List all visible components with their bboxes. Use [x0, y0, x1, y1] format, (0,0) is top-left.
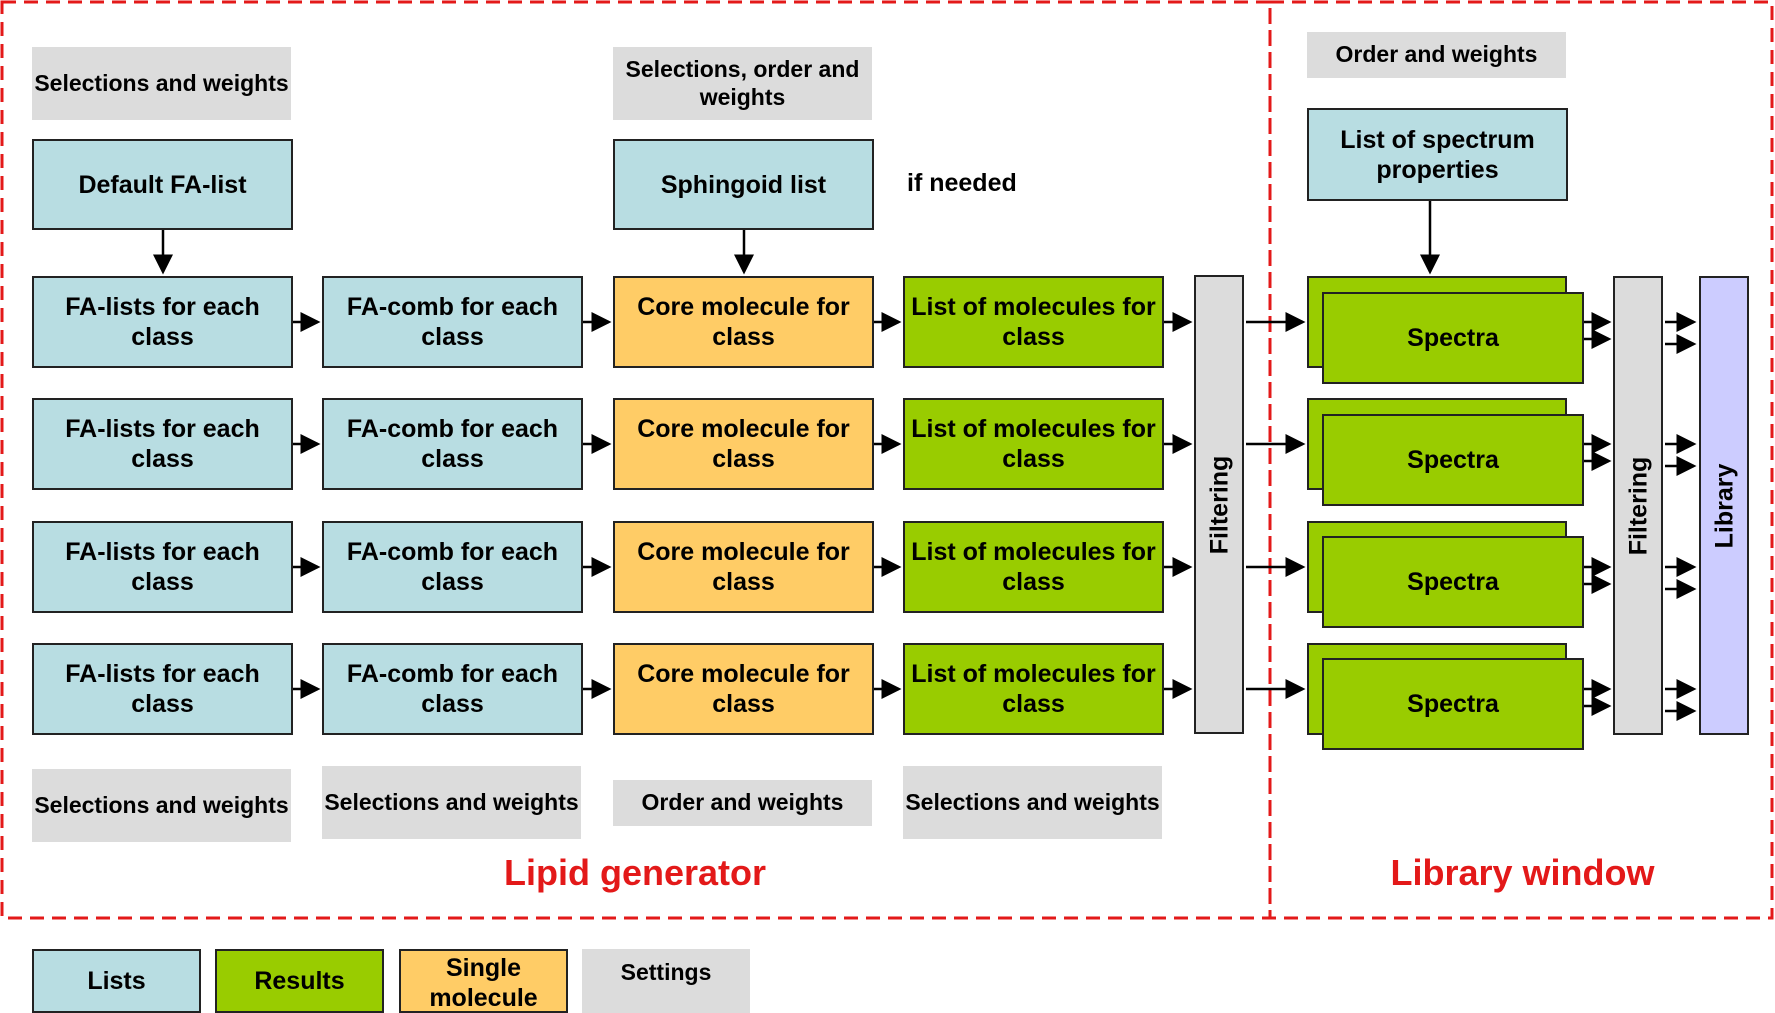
fa-lists-box: FA-lists for each class: [32, 521, 293, 613]
core-molecule-box: Core molecule for class: [613, 643, 874, 735]
fa-comb-box: FA-comb for each class: [322, 643, 583, 735]
if-needed-note: if needed: [907, 169, 1017, 197]
list-molecules-box: List of molecules for class: [903, 276, 1164, 368]
fa-lists-box: FA-lists for each class: [32, 398, 293, 490]
settings-bottom-2: Selections and weights: [322, 766, 581, 839]
core-molecule-box: Core molecule for class: [613, 521, 874, 613]
legend-single-molecule: Single molecule: [399, 949, 568, 1013]
spectra-box: Spectra: [1322, 536, 1584, 628]
filtering-label: Filtering: [1624, 456, 1653, 555]
filtering-column-left: Filtering: [1194, 275, 1244, 734]
library-label: Library: [1710, 463, 1739, 548]
fa-comb-box: FA-comb for each class: [322, 398, 583, 490]
filtering-label: Filtering: [1205, 455, 1234, 554]
legend-settings: Settings: [582, 949, 750, 1013]
spectra-box: Spectra: [1322, 414, 1584, 506]
spectra-box: Spectra: [1322, 658, 1584, 750]
core-molecule-box: Core molecule for class: [613, 276, 874, 368]
list-molecules-box: List of molecules for class: [903, 643, 1164, 735]
settings-top-right: Order and weights: [1307, 32, 1566, 78]
settings-bottom-3: Order and weights: [613, 780, 872, 826]
fa-lists-box: FA-lists for each class: [32, 276, 293, 368]
settings-top-left: Selections and weights: [32, 47, 291, 120]
settings-bottom-1: Selections and weights: [32, 769, 291, 842]
settings-top-mid: Selections, order and weights: [613, 47, 872, 120]
filtering-column-right: Filtering: [1613, 276, 1663, 735]
core-molecule-box: Core molecule for class: [613, 398, 874, 490]
lipid-generator-title: Lipid generator: [503, 852, 767, 893]
library-column: Library: [1699, 276, 1749, 735]
library-window-region: [1268, 0, 1774, 920]
legend-lists: Lists: [32, 949, 201, 1013]
fa-comb-box: FA-comb for each class: [322, 521, 583, 613]
fa-comb-box: FA-comb for each class: [322, 276, 583, 368]
sphingoid-list-box: Sphingoid list: [613, 139, 874, 230]
spectrum-properties-box: List of spectrum properties: [1307, 108, 1568, 201]
library-window-title: Library window: [1390, 852, 1655, 893]
settings-bottom-4: Selections and weights: [903, 766, 1162, 839]
default-fa-list-box: Default FA-list: [32, 139, 293, 230]
list-molecules-box: List of molecules for class: [903, 398, 1164, 490]
spectra-box: Spectra: [1322, 292, 1584, 384]
fa-lists-box: FA-lists for each class: [32, 643, 293, 735]
list-molecules-box: List of molecules for class: [903, 521, 1164, 613]
legend-results: Results: [215, 949, 384, 1013]
